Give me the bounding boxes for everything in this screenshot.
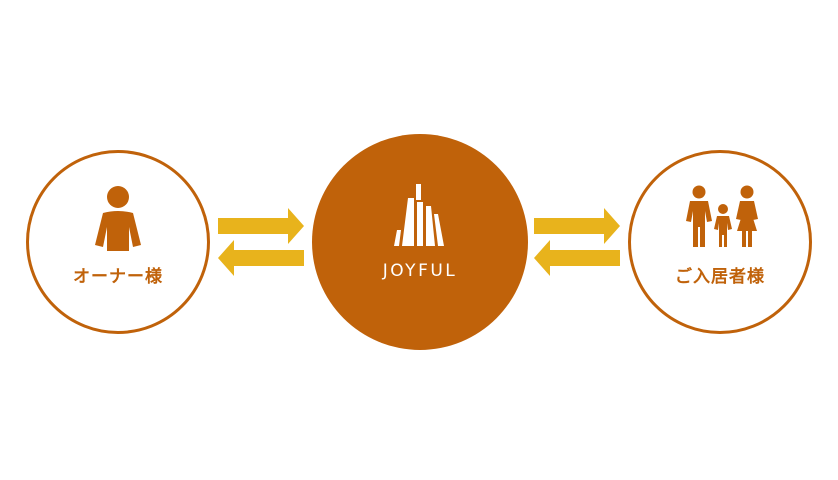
joyful-logo-icon [394,184,444,246]
joyful-to-resident-arrow [534,208,620,244]
owner-to-joyful-arrow [218,208,304,244]
resident-to-joyful-arrow [534,240,620,276]
joyful-to-owner-arrow [218,240,304,276]
person-icon [95,186,141,251]
resident-node: ご入居者様 [628,150,812,334]
owner-node: オーナー様 [26,150,210,334]
joyful-node: JOYFUL [312,134,528,350]
joyful-label: JOYFUL [382,261,458,281]
owner-label: オーナー様 [73,267,163,287]
family-icon [686,185,758,247]
resident-label: ご入居者様 [675,267,765,287]
